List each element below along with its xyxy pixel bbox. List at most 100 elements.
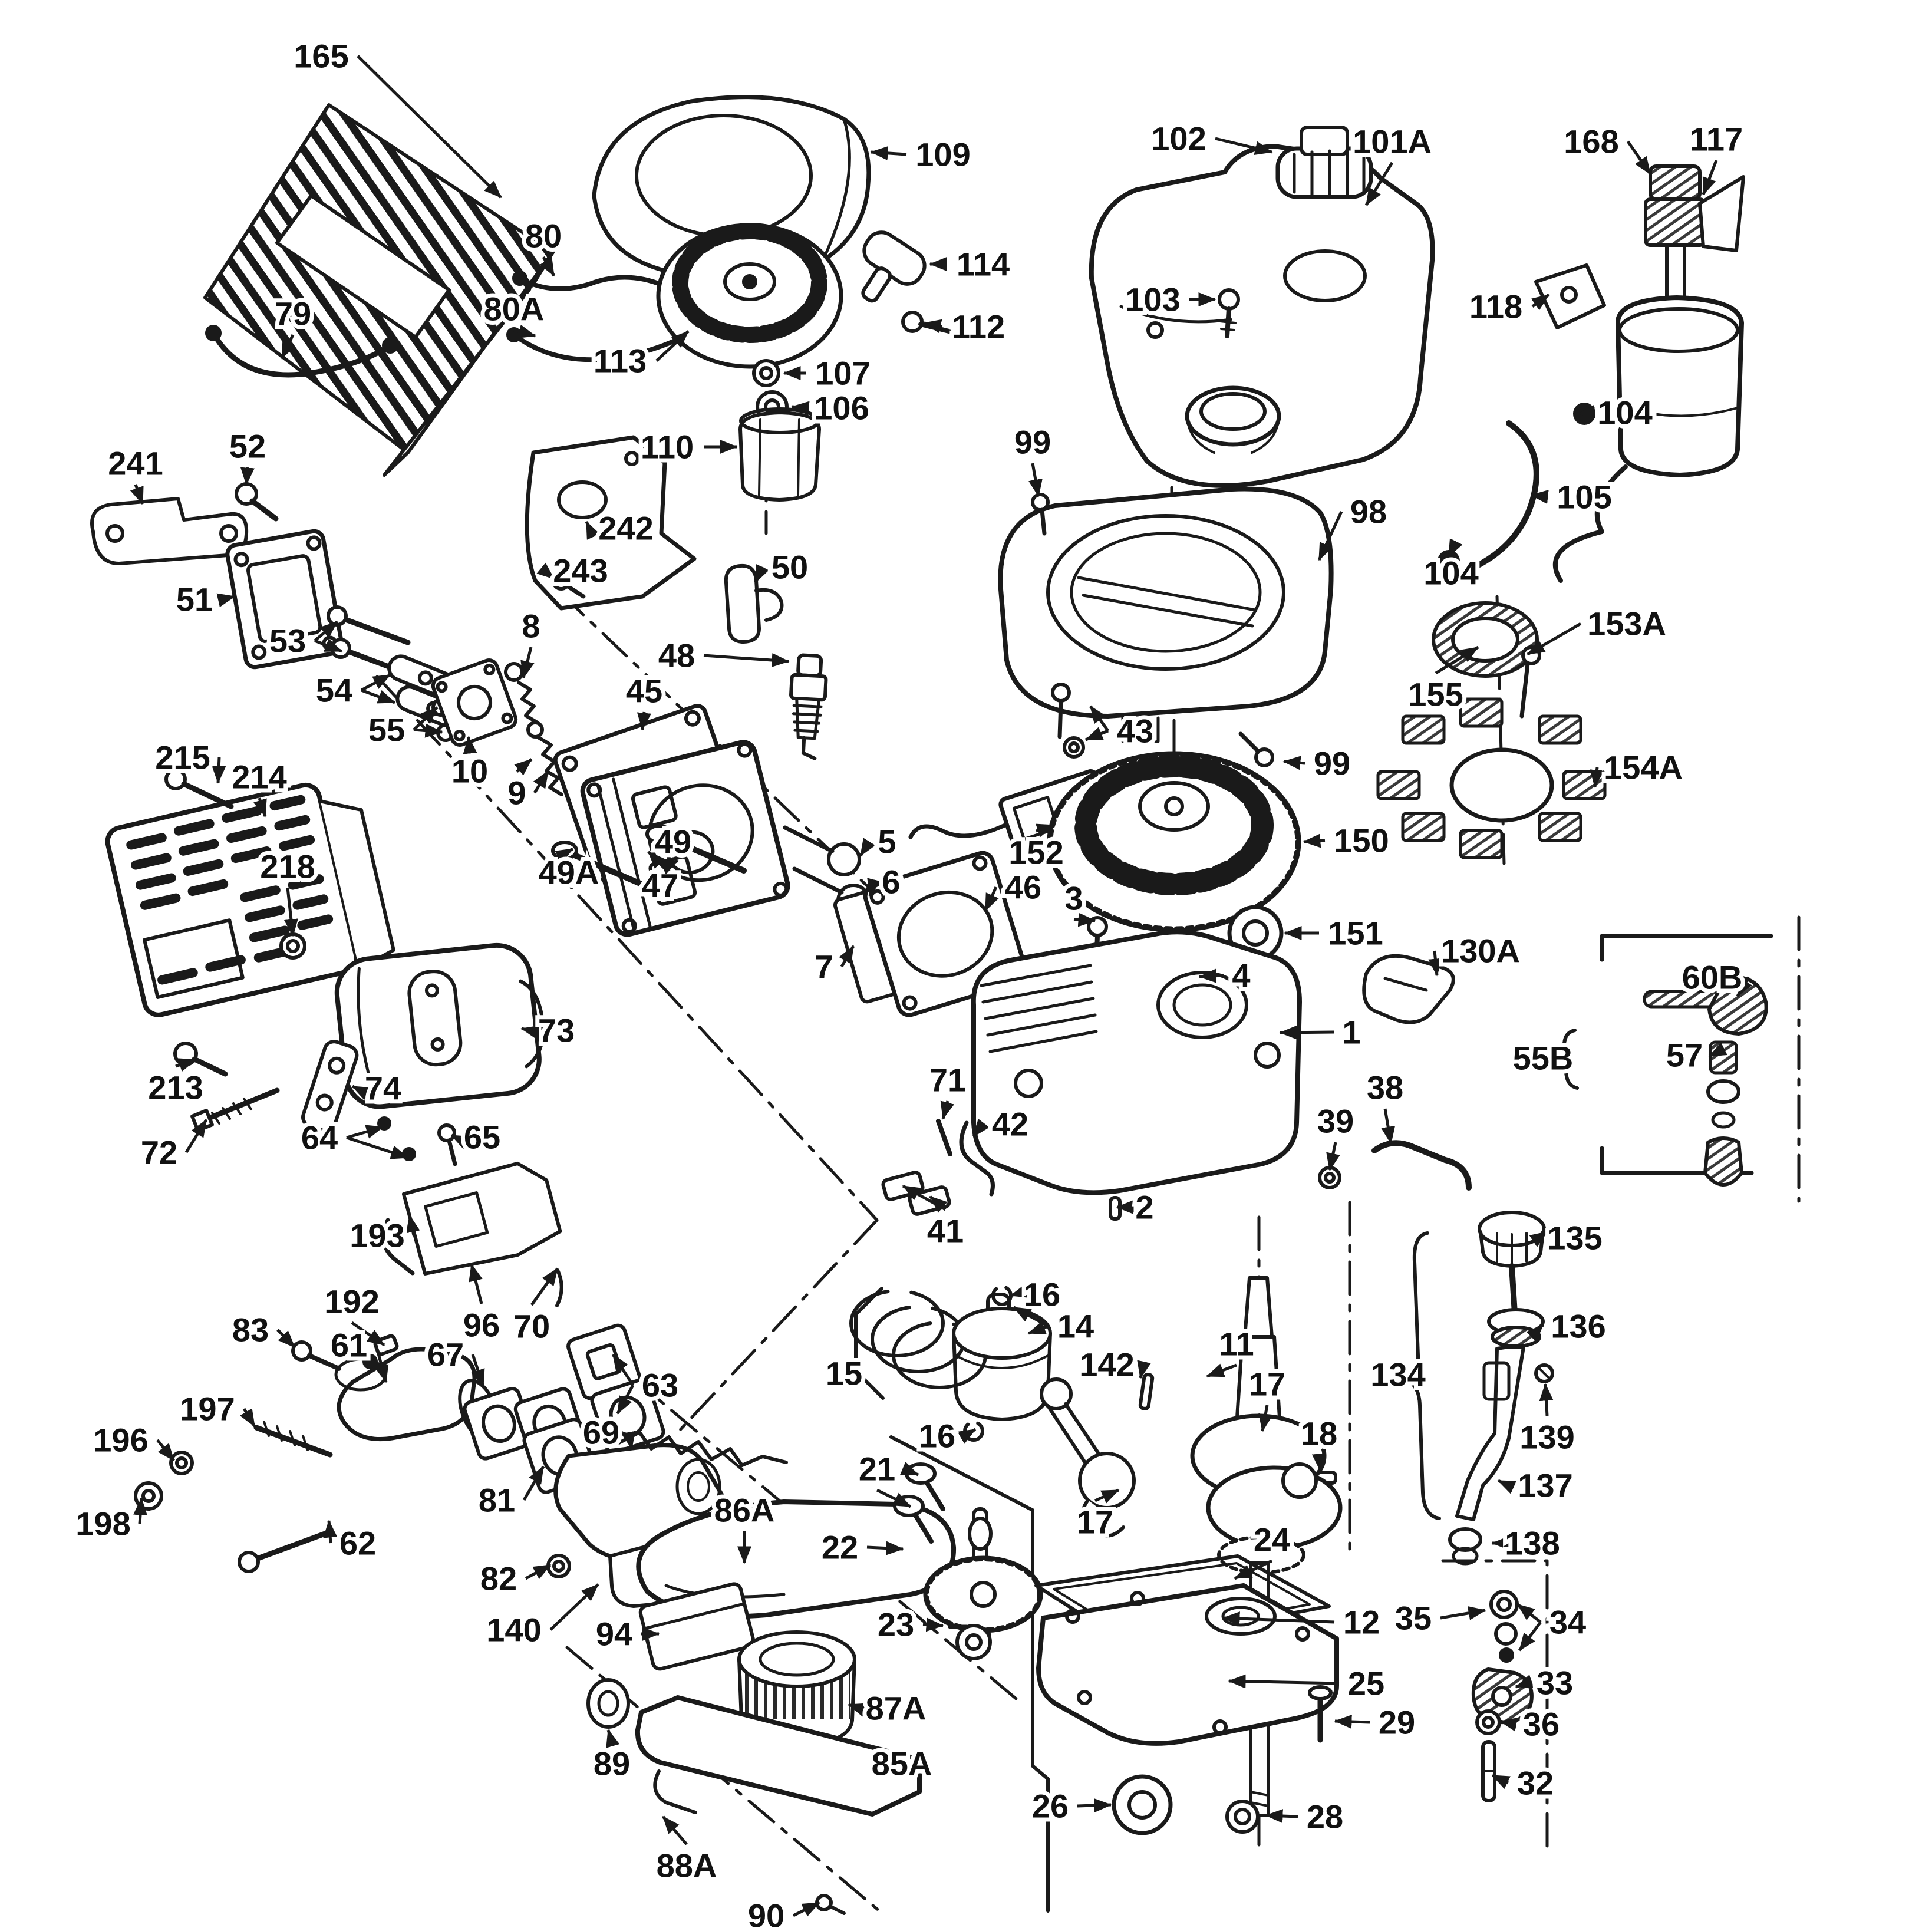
part-callout-69: 69 — [583, 1414, 619, 1451]
oil-seal-icon — [1112, 1774, 1173, 1835]
part-callout-83: 83 — [232, 1311, 269, 1349]
part-callout-110: 110 — [641, 429, 694, 466]
callout-leader-63 — [616, 1384, 635, 1415]
bracket-15 — [854, 1287, 885, 1400]
muffler-icon — [334, 942, 545, 1109]
part-callout-151: 151 — [1328, 915, 1383, 952]
callout-leader-113 — [655, 330, 690, 362]
callout-leader-87A — [848, 1703, 867, 1717]
callout-leader-53 — [314, 638, 343, 653]
callout-leader-96 — [469, 1263, 483, 1304]
part-callout-8: 8 — [522, 608, 540, 645]
breather-hose-icon — [1318, 1140, 1472, 1191]
callout-leader-52 — [240, 467, 255, 486]
part-callout-130A: 130A — [1441, 932, 1520, 970]
callout-leader-54 — [361, 688, 396, 704]
callout-leader-1 — [1279, 1025, 1334, 1040]
callout-leader-6 — [867, 878, 881, 897]
callout-leader-54 — [360, 673, 391, 692]
callout-leader-81 — [522, 1465, 545, 1501]
callout-leader-64 — [346, 1125, 384, 1139]
callout-leader-153A — [1527, 622, 1582, 656]
part-callout-168: 168 — [1564, 123, 1618, 160]
callout-leader-83 — [276, 1329, 296, 1349]
part-callout-60B: 60B — [1682, 959, 1743, 996]
governor-spring-icon — [617, 1431, 788, 1467]
spark-plug-icon — [789, 653, 828, 760]
wire-79-icon — [205, 325, 398, 378]
callout-leader-23 — [922, 1617, 944, 1632]
callout-leader-63 — [611, 1353, 635, 1386]
valve-cover-icon — [225, 529, 344, 670]
part-callout-45: 45 — [626, 673, 662, 710]
part-callout-61: 61 — [331, 1327, 367, 1364]
callout-leader-197 — [240, 1408, 256, 1428]
screw-215-icon — [164, 768, 234, 809]
dipstick-icon — [1448, 1211, 1554, 1566]
callout-leader-18 — [1311, 1453, 1326, 1472]
part-callout-88A: 88A — [657, 1847, 717, 1884]
callout-leader-118 — [1531, 293, 1550, 311]
callout-leader-64 — [346, 1136, 409, 1159]
bracket-85a — [889, 1435, 1050, 1913]
callout-leader-243 — [536, 562, 555, 580]
part-callout-89: 89 — [594, 1745, 630, 1782]
part-callout-152: 152 — [1008, 834, 1063, 871]
part-callout-5: 5 — [878, 823, 896, 861]
part-callout-34: 34 — [1549, 1604, 1586, 1641]
recoil-assembly-icon — [656, 223, 843, 369]
callout-leader-74 — [351, 1085, 371, 1100]
callout-leader-192 — [351, 1321, 385, 1347]
callout-leader-12 — [1222, 1611, 1335, 1626]
callout-leader-48 — [703, 653, 790, 667]
part-callout-135: 135 — [1547, 1220, 1602, 1257]
callout-leader-99 — [1282, 756, 1305, 770]
part-callout-99: 99 — [1014, 424, 1051, 461]
callout-leader-155 — [1435, 645, 1479, 675]
part-callout-139: 139 — [1519, 1419, 1574, 1456]
part-callout-32: 32 — [1517, 1765, 1554, 1802]
part-callout-81: 81 — [479, 1482, 515, 1519]
plug-boot-icon — [724, 563, 784, 644]
part-callout-107: 107 — [815, 355, 870, 392]
part-callout-150: 150 — [1334, 822, 1389, 859]
part-callout-87A: 87A — [866, 1690, 927, 1727]
part-callout-50: 50 — [772, 549, 808, 586]
callout-leader-80 — [539, 256, 556, 277]
part-callout-15: 15 — [826, 1355, 862, 1392]
callout-leader-98 — [1317, 510, 1343, 561]
part-callout-85A: 85A — [872, 1745, 932, 1782]
callout-leader-79 — [280, 334, 296, 360]
flywheel-icon — [1047, 751, 1301, 932]
starter-handle-icon — [861, 230, 927, 303]
part-callout-49: 49 — [655, 823, 691, 861]
part-callout-4: 4 — [1232, 957, 1250, 994]
callout-leader-17 — [1094, 1488, 1120, 1504]
callout-leader-65 — [450, 1133, 470, 1149]
callout-leader-26 — [1077, 1798, 1112, 1812]
callout-leader-117 — [1702, 160, 1718, 196]
callout-leader-45 — [637, 711, 651, 731]
part-callout-62: 62 — [339, 1525, 376, 1562]
part-callout-18: 18 — [1301, 1415, 1337, 1452]
part-callout-86A: 86A — [714, 1492, 775, 1529]
callout-leader-101A — [1364, 162, 1394, 206]
part-callout-49A: 49A — [539, 854, 599, 891]
part-callout-36: 36 — [1523, 1706, 1560, 1743]
callout-leader-8 — [520, 647, 535, 679]
callout-leader-67 — [471, 1354, 485, 1387]
brace-134 — [1406, 1231, 1441, 1520]
part-callout-242: 242 — [598, 510, 653, 547]
callout-leader-9 — [533, 770, 550, 794]
callout-leader-46 — [984, 886, 999, 912]
callout-leader-38 — [1381, 1108, 1396, 1145]
part-callout-241: 241 — [108, 445, 163, 482]
callout-leader-7 — [839, 945, 855, 968]
motor-bracket-icon — [1534, 263, 1606, 329]
callout-leader-99 — [1028, 463, 1043, 497]
brace-55b — [1555, 1029, 1579, 1090]
callout-leader-41 — [929, 1195, 948, 1213]
callout-leader-193 — [405, 1214, 420, 1236]
part-callout-104: 104 — [1423, 555, 1478, 592]
